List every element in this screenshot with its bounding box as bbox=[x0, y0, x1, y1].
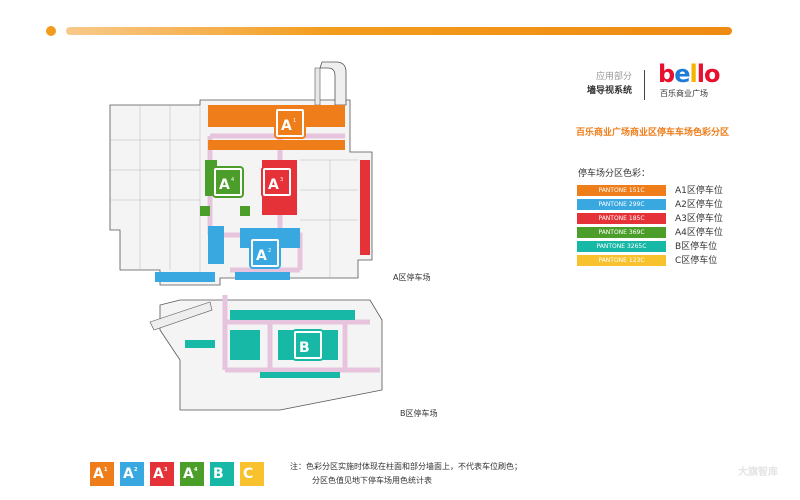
badge-letter: C bbox=[243, 466, 254, 482]
footnote-line2: 分区色值见地下停车场用色统计表 bbox=[312, 476, 432, 485]
badge-letter: A bbox=[153, 466, 164, 482]
system-label: 墙导视系统 bbox=[586, 86, 632, 96]
marker-num: 2 bbox=[268, 248, 271, 254]
badge-num: 1 bbox=[104, 467, 108, 473]
accent-bar bbox=[66, 27, 732, 35]
legend-label: B区停车位 bbox=[675, 242, 718, 252]
marker-letter: A bbox=[256, 248, 267, 264]
marker-a1: A 1 bbox=[274, 107, 306, 139]
badge-letter: A bbox=[183, 466, 194, 482]
lot-a-label: A区停车场 bbox=[393, 273, 431, 282]
badge-c: C bbox=[240, 462, 264, 486]
marker-a4: A 4 bbox=[212, 166, 244, 198]
footnote: 注：色彩分区实施时体现在柱面和部分墙面上，不代表车位刷色； 分区色值见地下停车场… bbox=[290, 460, 522, 488]
footnote-line1: 注：色彩分区实施时体现在柱面和部分墙面上，不代表车位刷色； bbox=[290, 462, 522, 471]
legend-label: C区停车位 bbox=[675, 256, 718, 266]
parking-floor-plan: A 1 A 4 A 3 A 2 B bbox=[109, 61, 383, 411]
marker-letter: B bbox=[299, 340, 310, 356]
legend-swatch: PANTONE 299C bbox=[577, 199, 666, 210]
marker-letter: A bbox=[219, 177, 230, 193]
marker-num: 1 bbox=[293, 118, 296, 124]
lot-b-label: B区停车场 bbox=[400, 409, 438, 418]
legend-title: 停车场分区色彩： bbox=[578, 169, 651, 179]
badge-a4: A 4 bbox=[180, 462, 204, 486]
marker-num: 3 bbox=[280, 177, 283, 183]
badge-num: 2 bbox=[134, 467, 138, 473]
legend-label: A2区停车位 bbox=[675, 200, 723, 210]
legend-swatch: PANTONE 369C bbox=[577, 227, 666, 238]
legend-label: A4区停车位 bbox=[675, 228, 723, 238]
page-subtitle: 百乐商业广场商业区停车车场色彩分区 bbox=[576, 128, 730, 138]
logo-wordmark: bello bbox=[658, 60, 720, 88]
badge-a2: A 2 bbox=[120, 462, 144, 486]
badge-letter: A bbox=[123, 466, 134, 482]
legend-swatch: PANTONE 3265C bbox=[577, 241, 666, 252]
marker-a2: A 2 bbox=[249, 237, 281, 269]
lot-a-grid bbox=[110, 105, 358, 278]
legend-label: A1区停车位 bbox=[675, 186, 723, 196]
marker-b: B bbox=[292, 329, 324, 361]
category-label: 应用部分 bbox=[595, 72, 632, 82]
ramp-curve bbox=[319, 61, 347, 106]
badge-letter: B bbox=[213, 466, 224, 482]
badge-a3: A 3 bbox=[150, 462, 174, 486]
lot-b-drive-lanes bbox=[222, 295, 380, 373]
accent-dot bbox=[46, 26, 56, 36]
bello-logo: bello 百乐商业广场 bbox=[658, 60, 738, 100]
legend-swatch: PANTONE 185C bbox=[577, 213, 666, 224]
badge-a1: A 1 bbox=[90, 462, 114, 486]
logo-subtitle: 百乐商业广场 bbox=[660, 89, 708, 98]
legend-label: A3区停车位 bbox=[675, 214, 723, 224]
badge-num: 4 bbox=[194, 467, 198, 473]
lot-b-ramp bbox=[149, 301, 213, 331]
top-accent-bar bbox=[46, 26, 736, 36]
header-text: 应用部分 墙导视系统 bbox=[587, 70, 632, 98]
marker-letter: A bbox=[268, 177, 279, 193]
badge-letter: A bbox=[93, 466, 104, 482]
marker-a3: A 3 bbox=[261, 166, 293, 198]
header-divider bbox=[644, 70, 645, 100]
badge-b: B bbox=[210, 462, 234, 486]
legend-swatch: PANTONE 151C bbox=[577, 185, 666, 196]
legend-swatch: PANTONE 123C bbox=[577, 255, 666, 266]
badge-num: 3 bbox=[164, 467, 168, 473]
watermark: 大旗智库 bbox=[738, 467, 778, 478]
marker-letter: A bbox=[281, 118, 292, 134]
marker-num: 4 bbox=[231, 177, 234, 183]
